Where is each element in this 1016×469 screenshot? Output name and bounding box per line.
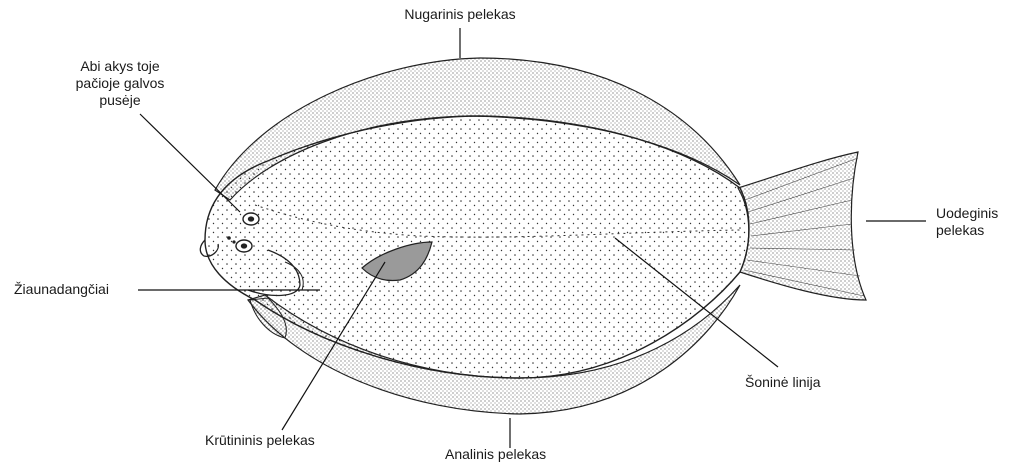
label-caudal-line2: pelekas [936,222,1012,239]
label-eyes-line3: pusėje [50,92,190,109]
label-eyes: Abi akys toje pačioje galvos pusėje [50,58,190,109]
label-caudal-line1: Uodeginis [936,205,1012,222]
leader-eyes [140,114,240,212]
label-lateral-line: Šoninė linija [745,374,821,391]
label-pectoral-fin: Krūtininis pelekas [205,432,315,449]
label-eyes-line1: Abi akys toje [50,58,190,75]
tail-fin [738,152,866,300]
label-anal-fin: Analinis pelekas [445,446,546,463]
label-eyes-line2: pačioje galvos [50,75,190,92]
label-dorsal-fin: Nugarinis pelekas [390,6,530,23]
label-gill-covers: Žiaunadangčiai [14,281,109,298]
label-caudal-fin: Uodeginis pelekas [936,205,1012,239]
